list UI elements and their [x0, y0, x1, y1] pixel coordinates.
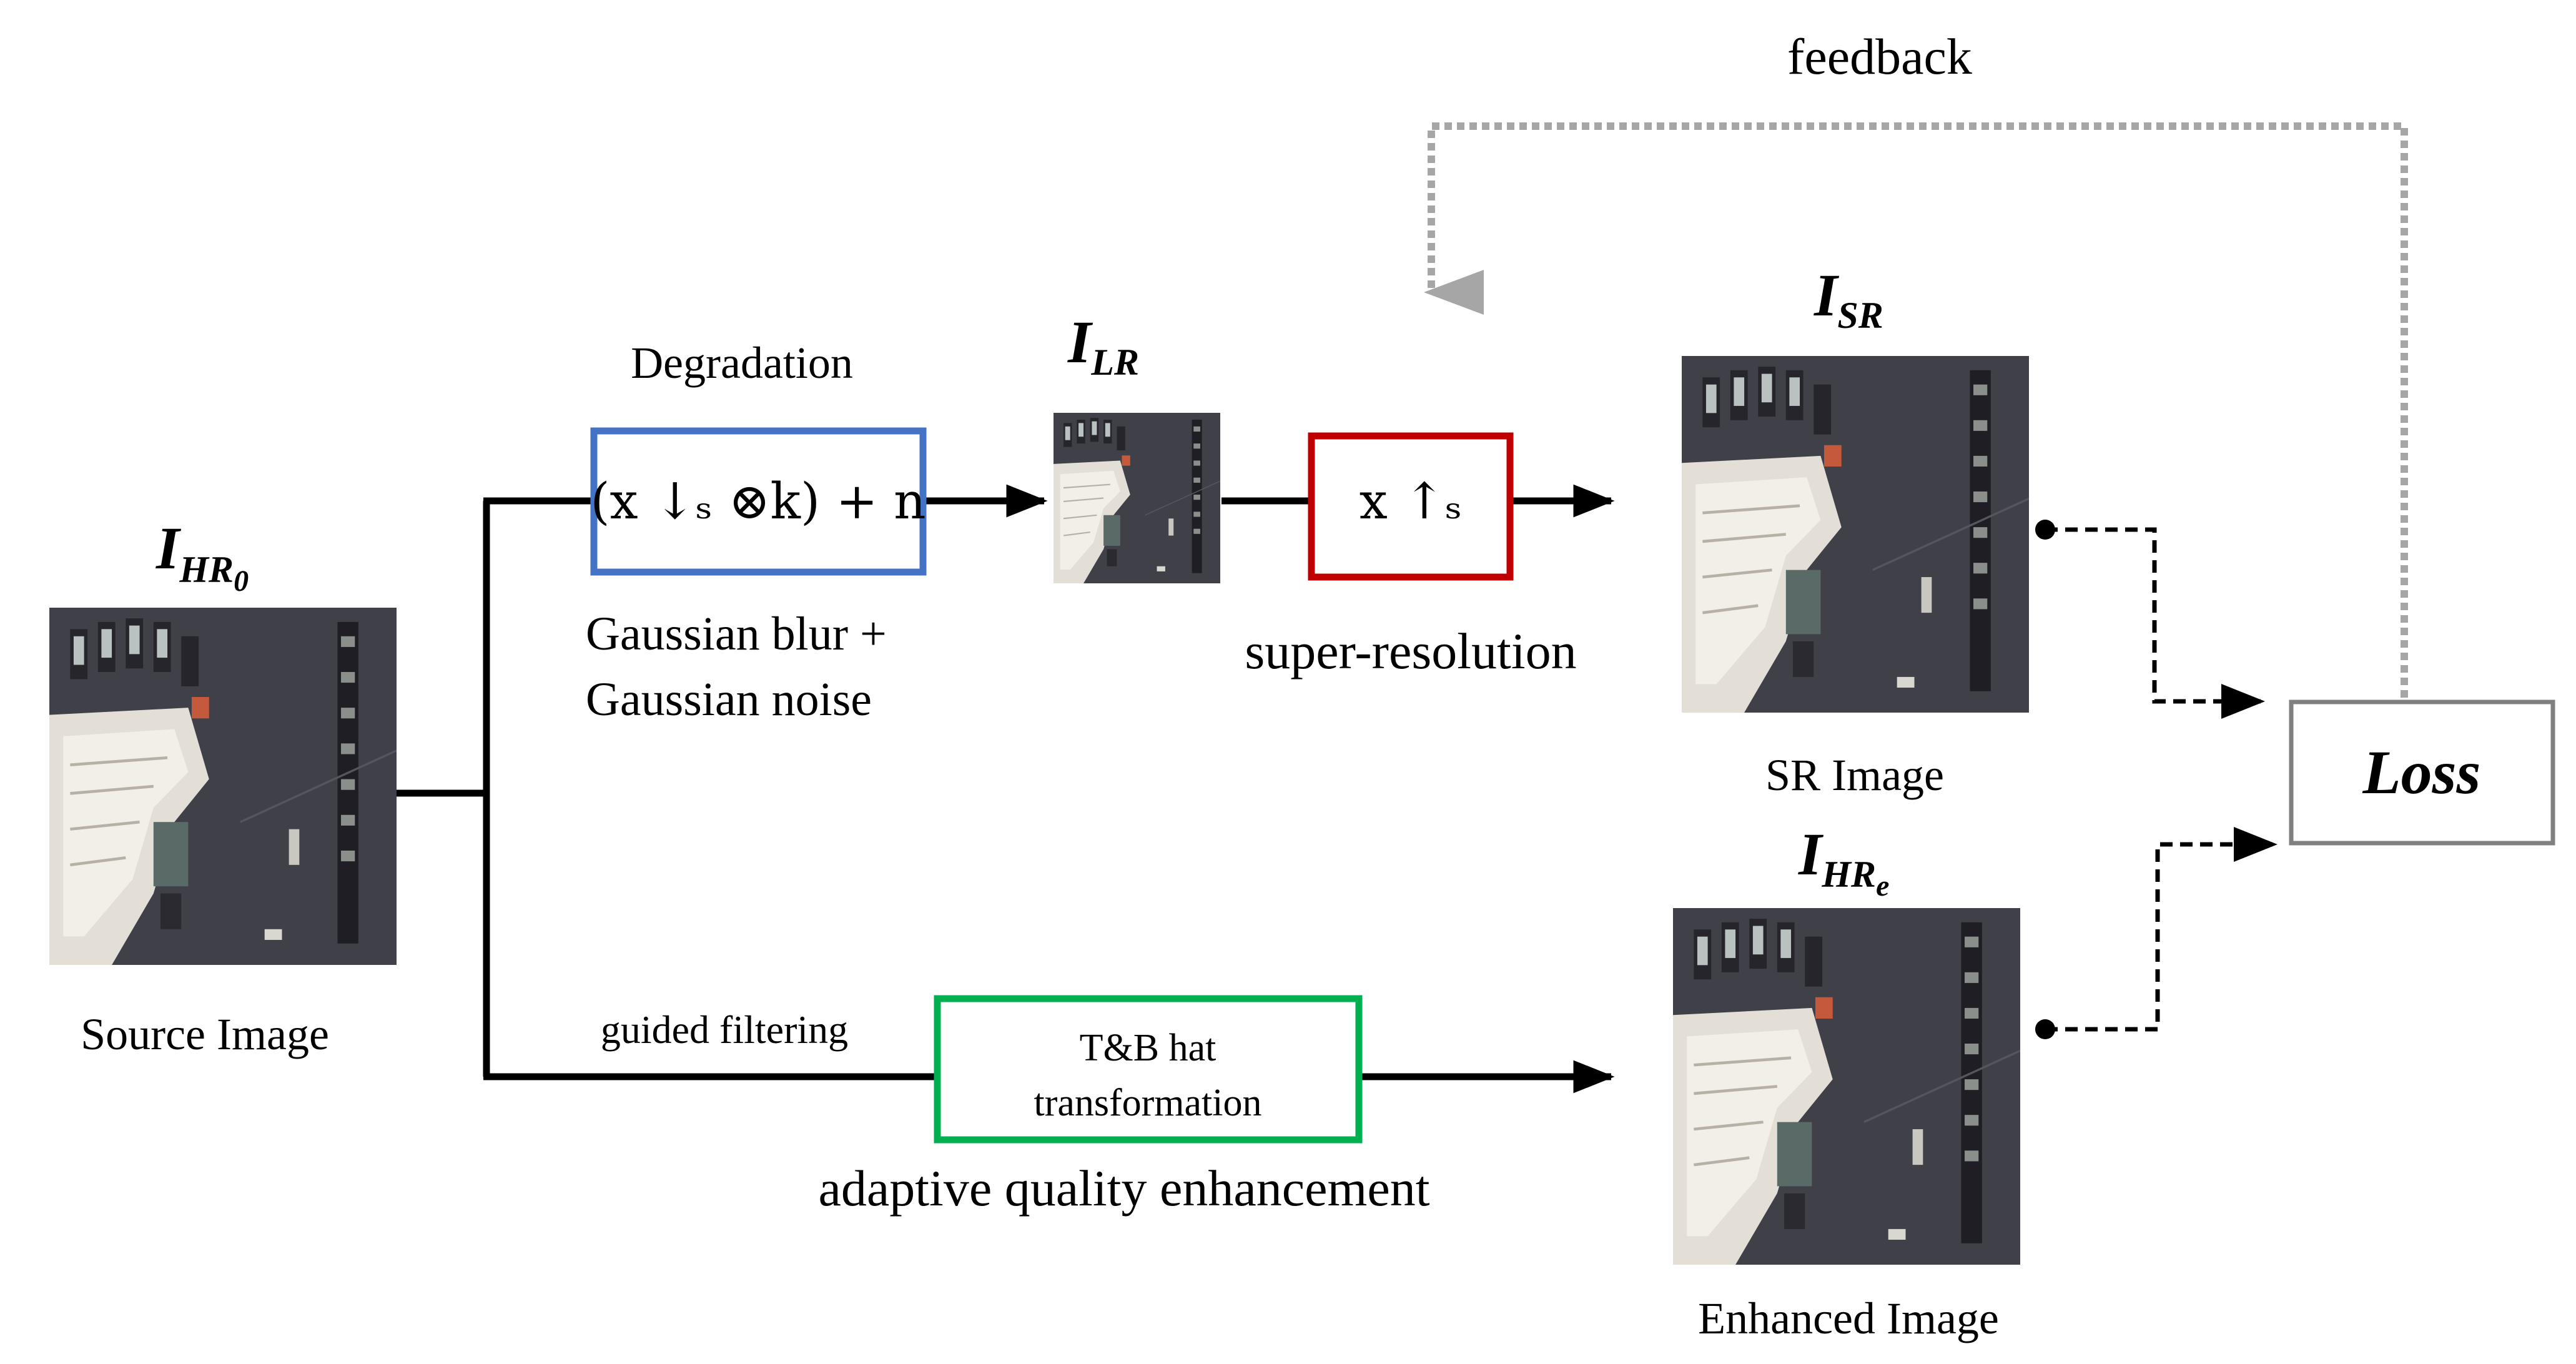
upsample-box-frame — [1308, 432, 1514, 581]
lr-image-thumb — [1054, 413, 1220, 583]
enhanced-image-label: Enhanced Image — [1698, 1293, 1999, 1343]
i-hre-main: I — [1798, 821, 1824, 887]
loss-inputs — [2045, 527, 2277, 1032]
feedback-loop: feedback — [1424, 28, 2408, 698]
degradation-label: Degradation — [631, 338, 853, 388]
sr-to-loss-arrow — [2045, 527, 2265, 719]
svg-text:ISR: ISR — [1814, 262, 1883, 336]
sr-image-thumb — [1682, 356, 2029, 713]
degradation-box-frame — [590, 427, 927, 576]
sr-image-label: SR Image — [1765, 750, 1944, 800]
adaptive-quality-label: adaptive quality enhancement — [818, 1160, 1429, 1217]
gaussian-label-line2: Gaussian noise — [586, 673, 872, 726]
i-sr-main: I — [1814, 262, 1840, 329]
tb-hat-box: T&B hat transformation — [934, 995, 1363, 1144]
i-sr-sub: SR — [1837, 295, 1883, 336]
source-image-label: Source Image — [81, 1009, 329, 1059]
tb-hat-line1: T&B hat — [1080, 1027, 1216, 1069]
degradation-box: (x ↓ₛ ⊗k) + n — [590, 427, 927, 576]
feedback-arrow — [1424, 122, 2408, 698]
loss-box-frame — [2289, 699, 2555, 846]
i-hr0-subsub: 0 — [234, 565, 249, 598]
i-hre-subsub: e — [1876, 869, 1889, 902]
loss-label: Loss — [2362, 738, 2481, 807]
sr-output-dot — [2035, 520, 2055, 540]
source-image-thumb — [49, 608, 397, 965]
symbol-i-hre: IHRe — [1798, 821, 1889, 902]
enhanced-image-thumb — [1673, 908, 2020, 1265]
i-hr0-sub: HR — [179, 549, 234, 590]
tb-hat-box-frame — [934, 995, 1363, 1144]
feedback-label: feedback — [1787, 28, 1972, 85]
upsample-formula: x ↑ₛ — [1360, 472, 1463, 530]
svg-text:IHR0: IHR0 — [155, 515, 249, 598]
super-resolution-label: super-resolution — [1245, 623, 1576, 680]
i-lr-main: I — [1067, 309, 1093, 375]
tb-hat-line2: transformation — [1034, 1082, 1261, 1124]
symbol-i-hr0: IHR0 — [155, 515, 249, 598]
degradation-formula: (x ↓ₛ ⊗k) + n — [590, 472, 925, 530]
svg-text:ILR: ILR — [1067, 309, 1139, 383]
symbol-i-lr: ILR — [1067, 309, 1139, 383]
upsample-box: x ↑ₛ — [1308, 432, 1514, 581]
i-hre-sub: HR — [1821, 854, 1876, 895]
loss-box: Loss — [2289, 699, 2555, 846]
connector-lines — [396, 484, 1615, 1094]
i-hr0-main: I — [155, 515, 182, 581]
enhanced-output-dot — [2035, 1019, 2055, 1039]
enhanced-to-loss-arrow — [2045, 827, 2277, 1032]
gaussian-label-line1: Gaussian blur + — [586, 608, 887, 660]
svg-text:IHRe: IHRe — [1798, 821, 1889, 902]
i-lr-sub: LR — [1090, 342, 1139, 383]
guided-filtering-label: guided filtering — [601, 1007, 848, 1052]
symbol-i-sr: ISR — [1814, 262, 1883, 336]
